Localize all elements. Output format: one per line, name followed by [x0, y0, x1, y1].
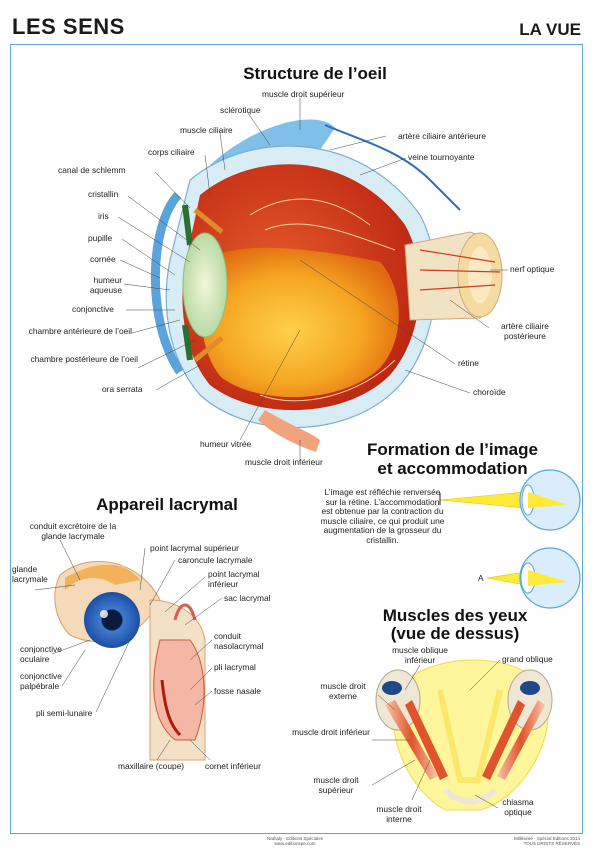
label-droit-superieur: muscle droit supérieur: [313, 775, 359, 795]
label-pupille: pupille: [88, 233, 113, 243]
label-sac: sac lacrymal: [224, 593, 271, 603]
eye-cross-section: [150, 119, 503, 452]
lacrymal-title: Appareil lacrymal: [96, 495, 238, 514]
label-iris: iris: [98, 211, 109, 221]
label-cornet: cornet inférieur: [205, 761, 261, 771]
lacrymal-leader-lines: [34, 539, 223, 761]
formation-text: L’image est réfléchie renversée sur la r…: [320, 487, 445, 545]
footer-right-line1: Millésimé · Spécial Editions 2014: [513, 836, 580, 841]
footer-center: Nathaly - Editions Spéciales www.edition…: [240, 836, 350, 846]
label-glande: glande lacrymale: [12, 564, 48, 584]
label-droit-interne: muscle droit interne: [376, 804, 422, 824]
muscles-illustration: [375, 659, 553, 811]
label-chambre-posterieure: chambre postérieure de l’oeil: [30, 354, 138, 364]
formation-title: Formation de l’image et accommodation: [340, 440, 565, 478]
label-veine-tournoyante: veine tournoyante: [408, 152, 475, 162]
label-conj-palpebrale: conjonctive palpébrale: [20, 671, 62, 691]
label-corps-ciliaire: corps ciliaire: [148, 147, 195, 157]
footer-right: Millésimé · Spécial Editions 2014 TOUS D…: [470, 836, 580, 846]
formation-label-a: A: [478, 573, 484, 583]
label-droit-inferieur: muscle droit inférieur: [292, 727, 370, 737]
footer-center-line1: Nathaly - Editions Spéciales: [266, 836, 324, 841]
poster-title: LES SENS: [12, 14, 125, 39]
label-pli-semi-lunaire: pli semi-lunaire: [36, 708, 93, 718]
label-artere-anterieure: artère ciliaire antérieure: [398, 131, 486, 141]
label-humeur-vitree: humeur vitrée: [200, 439, 252, 449]
label-conj-oculaire: conjonctive oculaire: [20, 644, 62, 664]
muscles-title: Muscles des yeux (vue de dessus): [355, 607, 555, 643]
label-muscle-ciliaire: muscle ciliaire: [180, 125, 233, 135]
muscles-title-line1: Muscles des yeux: [382, 606, 528, 625]
label-chiasma: chiasma optique: [502, 797, 534, 817]
label-nerf-optique: nerf optique: [510, 264, 555, 274]
muscle-droit-superieur-shape: [210, 119, 335, 185]
poster-subtitle: LA VUE: [519, 20, 581, 39]
formation-diagram-top: [439, 469, 581, 531]
muscles-leader-lines: [371, 659, 501, 809]
label-oblique-inf: muscle oblique inférieur: [392, 645, 448, 665]
label-pli-lacrymal: pli lacrymal: [214, 662, 256, 672]
label-maxillaire: maxillaire (coupe): [118, 761, 185, 771]
label-cornee: cornée: [90, 254, 116, 264]
lacrymal-illustration: [54, 560, 206, 761]
formation-title-line2: et accommodation: [377, 459, 528, 478]
label-choroide: choroïde: [473, 387, 506, 397]
label-point-sup: point lacrymal supérieur: [150, 543, 239, 553]
poster-frame: [10, 44, 583, 834]
structure-leader-lines: [117, 98, 508, 462]
label-droit-inf: muscle droit inférieur: [245, 457, 323, 467]
label-ora-serrata: ora serrata: [102, 384, 143, 394]
label-caroncule: caroncule lacrymale: [178, 555, 253, 565]
label-conjonctive: conjonctive: [72, 304, 114, 314]
label-canal-schlemm: canal de schlemm: [58, 165, 126, 175]
label-retine: rétine: [458, 358, 479, 368]
label-artere-posterieure: artère ciliaire postérieure: [501, 321, 549, 341]
label-cristallin: cristallin: [88, 189, 119, 199]
label-droit-sup: muscle droit supérieur: [262, 89, 345, 99]
label-fosse-nasale: fosse nasale: [214, 686, 262, 696]
label-conduit-excretoire: conduit excrétoire de la glande lacrymal…: [29, 521, 117, 541]
footer-right-line2: TOUS DROITS RÉSERVÉS: [523, 841, 580, 846]
label-grand-oblique: grand oblique: [502, 654, 553, 664]
structure-title: Structure de l’oeil: [243, 64, 387, 83]
footer-center-line2: www.editionspe.com: [274, 841, 316, 846]
label-droit-externe: muscle droit externe: [320, 681, 366, 701]
label-chambre-anterieure: chambre antérieure de l’oeil: [28, 326, 132, 336]
label-conduit-naso: conduit nasolacrymal: [214, 631, 264, 651]
muscles-title-line2: (vue de dessus): [390, 624, 520, 643]
label-humeur-aqueuse: humeur aqueuse: [89, 275, 122, 295]
label-sclerotique: sclérotique: [220, 105, 261, 115]
formation-title-line1: Formation de l’image: [367, 440, 538, 459]
label-point-inf: point lacrymal inférieur: [208, 569, 260, 589]
formation-diagram-bottom: [486, 547, 581, 609]
